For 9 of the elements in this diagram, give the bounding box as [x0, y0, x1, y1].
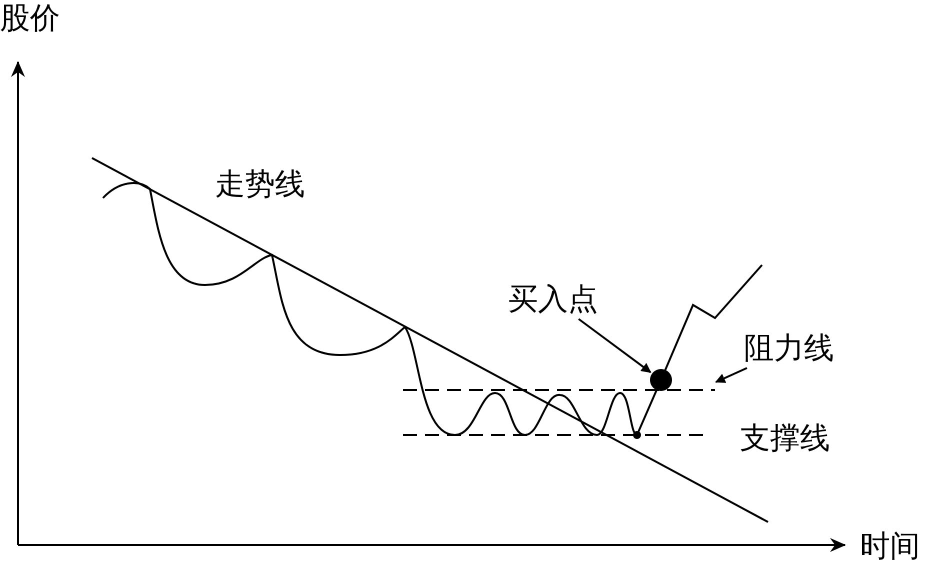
axis-title: 股价: [0, 2, 60, 36]
buy-point-dot: [650, 369, 672, 391]
support-line-label: 支撑线: [740, 422, 830, 456]
callout-label: 阻力线: [744, 332, 834, 366]
axis-title: 时间: [860, 530, 920, 564]
leader-arrow: [715, 367, 748, 383]
leader-arrow: [578, 318, 652, 374]
trend-line-label: 走势线: [215, 168, 305, 202]
callout-label: 买入点: [508, 283, 598, 317]
